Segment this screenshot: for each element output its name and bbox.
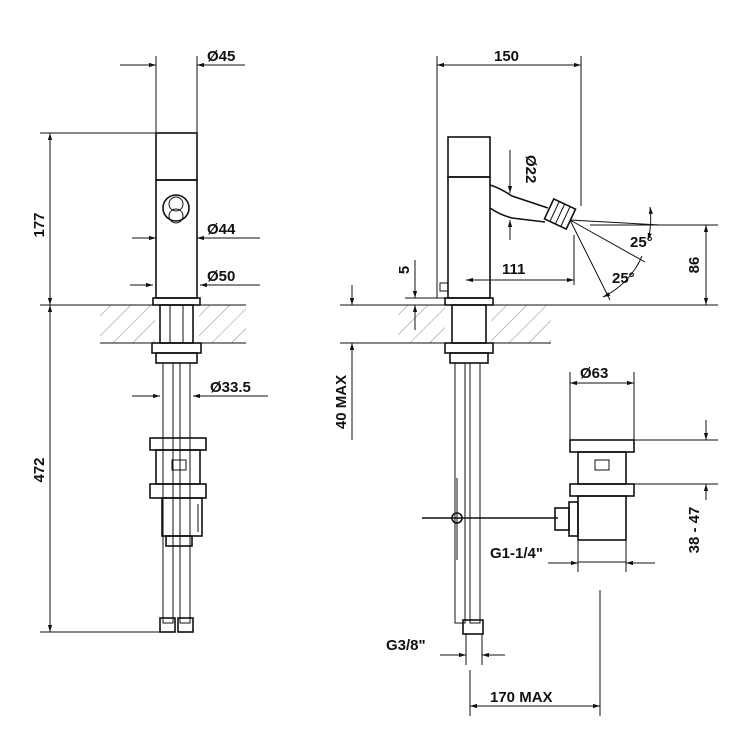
side-view-faucet <box>422 136 577 635</box>
dim-dia-spout: Ø22 <box>522 155 539 183</box>
side-dimensions <box>340 56 718 716</box>
front-dimensions <box>40 56 268 633</box>
dim-rise: 5 <box>396 266 413 274</box>
dim-waste-dia: Ø63 <box>580 365 608 382</box>
dim-dia-shank: Ø33.5 <box>210 379 251 396</box>
dim-height-spout: 177 <box>31 212 48 237</box>
dim-dia-body: Ø44 <box>207 221 236 238</box>
dim-reach: 150 <box>494 48 519 65</box>
dim-dia-base: Ø50 <box>207 268 235 285</box>
dim-angle-lower: 25° <box>612 270 635 287</box>
side-view-waste <box>554 439 635 563</box>
dim-spout-height: 86 <box>686 257 703 274</box>
dim-dia-top: Ø45 <box>207 48 235 65</box>
dim-spout-dist: 111 <box>502 261 525 278</box>
dim-deck-max: 40 MAX <box>333 375 350 429</box>
front-view-faucet <box>149 132 207 633</box>
dim-inlet-thread: G3/8" <box>386 637 426 654</box>
dim-angle-upper: 25° <box>630 234 653 251</box>
countertop-right <box>398 304 551 344</box>
dim-waste-range: 38 - 47 <box>686 507 703 554</box>
dim-height-below: 472 <box>31 457 48 482</box>
countertop-left <box>100 304 246 344</box>
dim-waste-thread: G1-1/4" <box>490 545 543 562</box>
dim-rod-max: 170 MAX <box>490 689 553 706</box>
